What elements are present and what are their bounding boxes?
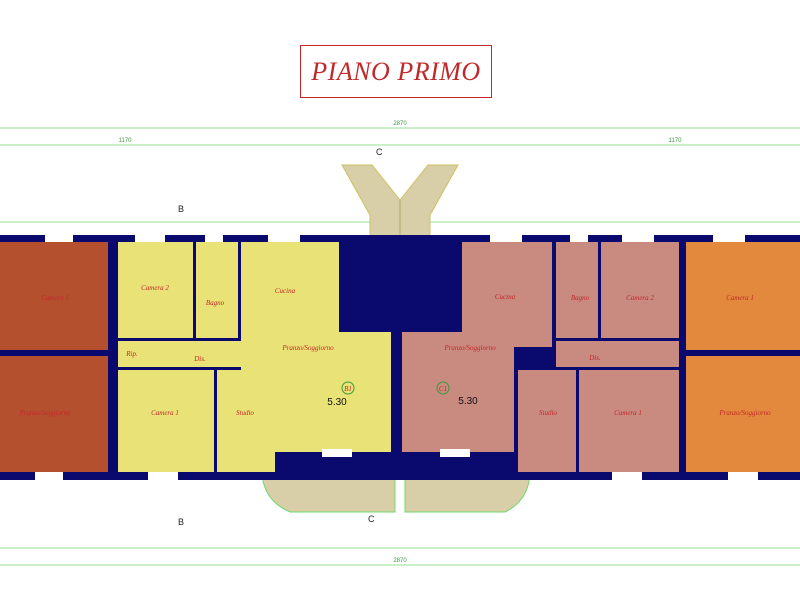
room-label: Pranzo/Soggiorno [718,409,771,417]
yellow-unit [118,242,391,472]
room-label: Bagno [571,294,590,302]
section-mark-c-bottom: C [368,514,375,524]
unit-tag-circle [436,381,450,395]
room-label: Dis. [588,354,601,362]
right-room-1 [686,242,800,350]
section-mark-b-bottom: B [178,517,184,527]
dim-total-bottom: 2870 [393,558,407,564]
room-label: Camera 2 [626,294,654,302]
dim-total-top: 2870 [393,121,407,127]
right-room-2 [686,356,800,472]
pink-unit [402,242,679,472]
section-mark-b-top: B [178,204,184,214]
room-label: Studio [539,409,557,417]
room-label: Cucina [275,287,296,295]
room-label: Dis. [193,355,206,363]
room-label: Camera 1 [614,409,642,417]
left-room-2 [0,356,108,472]
unit-tag: B1 [344,385,352,393]
dim-right: 1170 [669,138,683,144]
room-label: Camera 1 [726,294,754,302]
room-label: Cucina [495,293,516,301]
room-label: Studio [236,409,254,417]
room-label: Camera 2 [141,284,169,292]
room-label: Bagno [206,299,225,307]
windows [35,235,758,480]
unit-tag: C1 [439,385,447,393]
room-label: Pranzo/Soggiorno [443,344,496,352]
left-room-1 [0,242,108,350]
level-mark: 5.30 [327,397,347,408]
section-mark-c-top: C [376,147,383,157]
drawing-title: PIANO PRIMO [300,45,492,98]
unit-tag-circle [341,381,355,395]
title-text: PIANO PRIMO [311,56,481,86]
room-label: Pranzo/Soggiorno [281,344,334,352]
room-label: Camera 1 [41,294,69,302]
room-label: Pranzo/Soggiorno [18,409,71,417]
level-mark: 5.30 [458,396,478,407]
dim-left: 1170 [119,138,133,144]
room-label: Camera 1 [151,409,179,417]
room-label: Rip. [125,350,138,358]
